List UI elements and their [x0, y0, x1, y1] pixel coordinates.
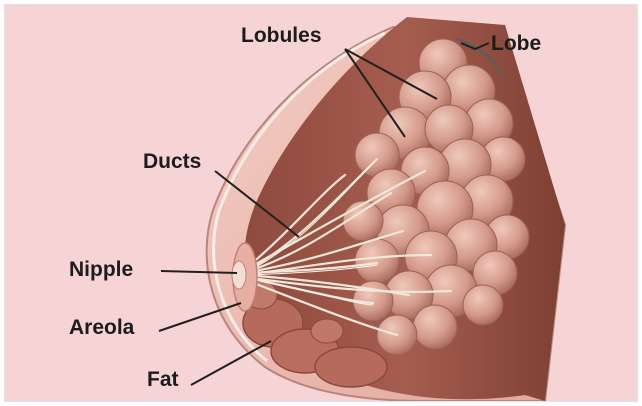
label-nipple: Nipple — [69, 259, 133, 280]
label-ducts: Ducts — [143, 151, 201, 172]
breast-cross-section-illustration — [5, 5, 638, 402]
label-lobules: Lobules — [241, 25, 322, 46]
label-lobe: Lobe — [491, 33, 541, 54]
nipple — [232, 261, 246, 289]
label-fat: Fat — [147, 369, 179, 390]
label-areola: Areola — [69, 317, 134, 338]
breast-anatomy-diagram: Lobules Lobe Ducts Nipple Areola Fat — [4, 4, 638, 402]
